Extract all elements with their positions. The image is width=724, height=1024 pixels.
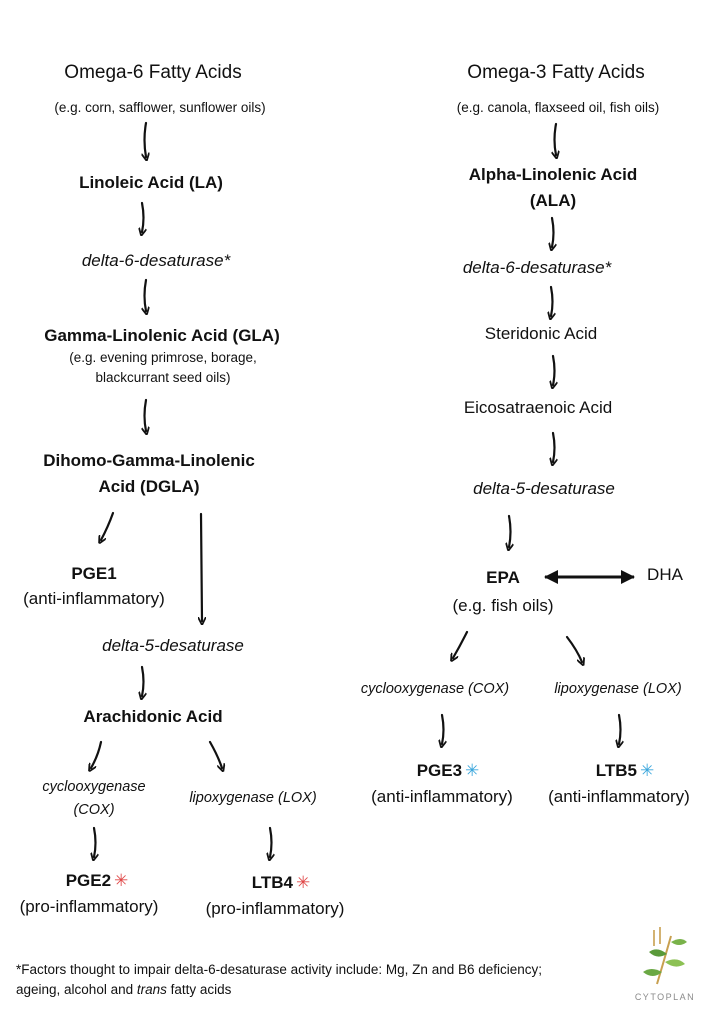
pge3-label: PGE3: [416, 761, 463, 780]
gla-sources-line1: (e.g. evening primrose, borage,: [69, 350, 257, 365]
arrow-o3-d6d-sda: [551, 285, 553, 316]
node-o6-delta5-desaturase: delta-5-desaturase: [102, 636, 244, 655]
node-o6-cox-line1: cyclooxygenase: [42, 779, 146, 795]
arrow-o6-dgla-d5d: [201, 512, 202, 621]
node-o6-delta6-desaturase: delta-6-desaturase*: [81, 251, 231, 270]
arrow-o6-sources-la: [145, 121, 147, 157]
node-pge3: PGE3✳: [417, 758, 480, 784]
ltb4-note: (pro-inflammatory): [205, 899, 345, 918]
node-ala-line1: Alpha-Linolenic Acid: [468, 165, 638, 184]
node-pge2: PGE2✳: [66, 868, 129, 894]
logo-wordmark: CYTOPLAN: [634, 992, 696, 1002]
footnote-line1: *Factors thought to impair delta-6-desat…: [16, 962, 543, 977]
epa-note: (e.g. fish oils): [452, 596, 554, 615]
node-dgla-line1: Dihomo-Gamma-Linolenic: [43, 451, 255, 470]
ltb5-note: (anti-inflammatory): [548, 787, 690, 806]
arrow-o6-aa-lox: [208, 740, 222, 768]
pge2-note: (pro-inflammatory): [19, 897, 159, 916]
arrow-o3-sources-ala: [555, 122, 557, 155]
node-arachidonic-acid: Arachidonic Acid: [83, 707, 223, 726]
pro-inflammatory-star-icon: ✳: [296, 873, 311, 892]
omega3-sources: (e.g. canola, flaxseed oil, fish oils): [456, 100, 660, 115]
footnote-line2: ageing, alcohol and trans fatty acids: [16, 980, 542, 1000]
cytoplan-logo: CYTOPLAN: [627, 922, 703, 1006]
arrow-o6-d6d-gla: [145, 278, 147, 311]
node-pge1: PGE1: [71, 564, 117, 583]
arrow-o6-la-d6d: [142, 201, 144, 232]
leaf-sprig-icon: [643, 927, 687, 985]
footnote-line2-start: ageing, alcohol and: [16, 982, 137, 997]
node-o3-delta5-desaturase: delta-5-desaturase: [473, 479, 615, 498]
pge3-note: (anti-inflammatory): [371, 787, 513, 806]
arrow-o6-cox-pge2: [94, 826, 96, 857]
footnote-line2-end: fatty acids: [166, 982, 232, 997]
node-o6-cox-line2: (COX): [73, 802, 115, 818]
arrow-o3-eta-d5d: [553, 431, 555, 462]
footnote: *Factors thought to impair delta-6-desat…: [16, 960, 542, 1000]
anti-inflammatory-star-icon: ✳: [465, 761, 480, 780]
omega3-title: Omega-3 Fatty Acids: [467, 62, 645, 83]
arrow-o6-d5d-aa: [142, 665, 144, 696]
node-dha: DHA: [647, 565, 683, 584]
arrow-o6-gla-dgla: [145, 398, 147, 431]
node-ala-line2: (ALA): [529, 191, 577, 210]
node-o3-lox: lipoxygenase (LOX): [554, 681, 682, 697]
arrow-o3-cox-pge3: [442, 713, 444, 744]
arrow-o3-lox-ltb5: [619, 713, 621, 744]
arrow-o3-sda-eta: [553, 354, 555, 385]
arrow-o6-dgla-pge1: [101, 511, 115, 540]
pge2-label: PGE2: [65, 871, 112, 890]
node-linoleic-acid: Linoleic Acid (LA): [79, 173, 223, 192]
gla-sources-line2: blackcurrant seed oils): [95, 370, 231, 385]
arrow-o3-d5d-epa: [509, 514, 511, 547]
arrow-o3-epa-lox: [565, 635, 582, 662]
node-dgla-line2: Acid (DGLA): [98, 477, 200, 496]
arrow-o6-aa-cox: [91, 740, 103, 768]
pro-inflammatory-star-icon: ✳: [114, 871, 129, 890]
node-ltb4: LTB4✳: [252, 870, 311, 896]
arrow-o3-epa-cox: [453, 630, 469, 658]
node-o3-delta6-desaturase: delta-6-desaturase*: [462, 258, 612, 277]
node-gla: Gamma-Linolenic Acid (GLA): [44, 326, 280, 345]
node-epa: EPA: [486, 568, 520, 587]
ltb5-label: LTB5: [595, 761, 637, 780]
node-eicosatraenoic-acid: Eicosatraenoic Acid: [463, 398, 613, 417]
arrow-o3-ala-d6d: [552, 216, 554, 247]
footnote-trans: trans: [136, 982, 167, 997]
anti-inflammatory-star-icon: ✳: [640, 761, 655, 780]
pge1-note: (anti-inflammatory): [23, 589, 165, 608]
arrow-o6-lox-ltb4: [270, 826, 272, 857]
omega6-sources: (e.g. corn, safflower, sunflower oils): [54, 100, 266, 115]
omega6-title: Omega-6 Fatty Acids: [64, 62, 242, 83]
node-o3-cox: cyclooxygenase (COX): [360, 681, 510, 697]
node-ltb5: LTB5✳: [596, 758, 655, 784]
node-o6-lox: lipoxygenase (LOX): [189, 790, 317, 806]
node-steridonic-acid: Steridonic Acid: [484, 324, 598, 343]
ltb4-label: LTB4: [251, 873, 293, 892]
